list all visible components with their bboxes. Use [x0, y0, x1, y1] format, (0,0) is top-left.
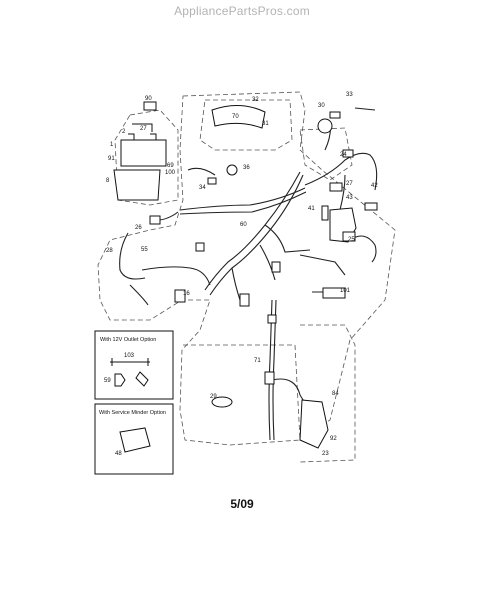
part-label: 100: [165, 170, 176, 176]
part-label: 60: [240, 222, 247, 228]
part-label: 16: [183, 291, 190, 297]
part-label: 101: [340, 288, 351, 294]
part-label: 28: [106, 248, 113, 254]
part-label: 34: [199, 185, 206, 191]
outlet-part-label-59: 59: [104, 378, 111, 384]
part-label: 33: [346, 92, 353, 98]
part-label: 31: [262, 121, 269, 127]
part-label: 92: [330, 436, 337, 442]
part-33-connector: [329, 111, 341, 119]
outlet-option-title: With 12V Outlet Option: [100, 337, 156, 343]
part-label: 91: [108, 156, 115, 162]
part-label: 24: [340, 152, 347, 158]
part-label: 30: [318, 103, 325, 109]
outlet-harness-icon: [110, 358, 150, 366]
part-84-ignition: [299, 399, 329, 449]
part-16-switch: [174, 289, 186, 303]
part-labels: 90 32 70 31 30 33 2 27 1 91 69 100 8 34 …: [106, 92, 378, 457]
part-label: 84: [332, 391, 339, 397]
part-90: [143, 101, 157, 111]
fuse: [207, 177, 217, 185]
connector-mid: [271, 261, 281, 273]
part-34-connector: [342, 149, 354, 158]
battery-terminals: [128, 133, 157, 140]
outlet-part-label-103: 103: [124, 353, 135, 359]
connector-hub: [195, 242, 205, 252]
part-26: [149, 215, 161, 225]
minder-part-label-48: 48: [115, 451, 122, 457]
outlet-parts-icon: [114, 371, 149, 387]
service-minder-icon: [119, 427, 151, 453]
part-label: 25: [348, 237, 355, 243]
part-41: [321, 205, 329, 221]
part-label: 43: [346, 195, 353, 201]
battery: [120, 139, 167, 167]
part-label: 27: [346, 181, 353, 187]
part-label: 29: [210, 394, 217, 400]
tractor-outline: [97, 91, 396, 463]
part-label: 69: [167, 163, 174, 169]
revision-date: 5/09: [230, 497, 254, 511]
connector-pto: [239, 293, 250, 307]
part-label: 36: [243, 165, 250, 171]
part-30-switch: [317, 118, 333, 134]
part-29: [211, 396, 233, 408]
part-42-connector: [364, 202, 378, 211]
part-label: 8: [106, 178, 110, 184]
battery-hold-down: [132, 123, 153, 132]
part-36: [226, 164, 238, 176]
part-101-relay: [322, 287, 346, 299]
part-label: 26: [135, 225, 142, 231]
outlet-option-box: [94, 330, 174, 400]
components: [113, 101, 378, 449]
part-label: 32: [252, 97, 259, 103]
wire-harness: [119, 107, 378, 441]
connector-lower: [267, 314, 277, 324]
part-label: 55: [141, 247, 148, 253]
part-label: 41: [308, 206, 315, 212]
part-label: 71: [254, 358, 261, 364]
part-label: 42: [371, 183, 378, 189]
part-32-bracket: [211, 105, 266, 129]
part-label: 2: [122, 129, 126, 135]
watermark: AppliancePartsPros.com: [174, 4, 310, 18]
part-25: [342, 231, 356, 242]
battery-tray: [113, 169, 161, 201]
part-label: 27: [140, 126, 147, 132]
part-label: 23: [322, 451, 329, 457]
minder-option-title: With Service Minder Option: [99, 410, 166, 416]
part-label: 90: [145, 96, 152, 102]
part-27-connector: [329, 182, 343, 192]
part-label: 1: [110, 142, 114, 148]
part-label: 70: [232, 114, 239, 120]
connector-seat: [264, 371, 275, 385]
